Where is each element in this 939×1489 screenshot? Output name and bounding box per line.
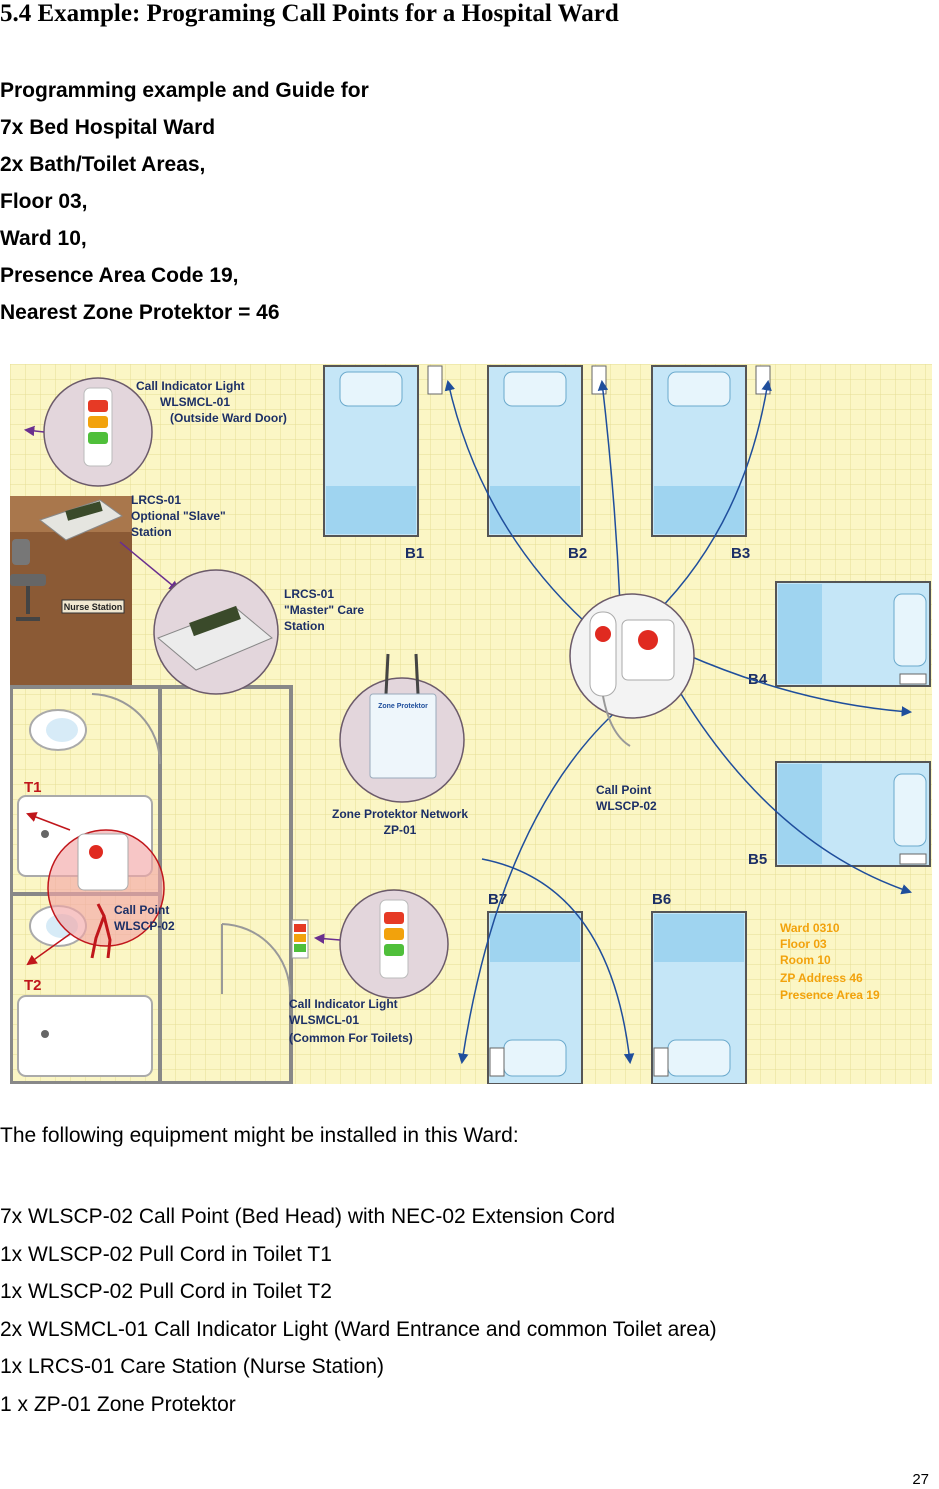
nurse-station-label: Nurse Station: [64, 602, 123, 612]
indicator-light-bottom: [291, 889, 449, 999]
equipment-item: 1x WLSCP-02 Pull Cord in Toilet T2: [0, 1280, 332, 1303]
door-swing: [221, 923, 291, 995]
call-point-links: [444, 379, 913, 1065]
bed-label-b3: B3: [731, 545, 750, 562]
master-desc: "Master" Care: [284, 603, 364, 617]
bed-label-b6: B6: [652, 891, 671, 908]
slave-desc: Optional "Slave": [131, 509, 226, 523]
call-point-center-icon: [569, 593, 695, 747]
equipment-item: 1x WLSCP-02 Pull Cord in Toilet T1: [0, 1242, 332, 1266]
zone-protektor-icon: [339, 653, 465, 803]
intro-line: Programming example and Guide for: [0, 79, 369, 102]
indicator-bottom-title: Call Indicator Light: [289, 997, 398, 1011]
bed-b3: [651, 365, 771, 537]
bed-label-b2: B2: [568, 545, 587, 562]
section-heading: 5.4 Example: Programing Call Points for …: [0, 0, 619, 27]
slave-station-icon: [38, 499, 124, 541]
toilet-label-t1: T1: [24, 779, 42, 796]
call-point-toilet-icon: [47, 829, 165, 959]
ward-diagram: Nurse Station T1 T2: [10, 364, 932, 1084]
intro-line: 2x Bath/Toilet Areas,: [0, 153, 206, 176]
equipment-lead: The following equipment might be install…: [0, 1124, 519, 1147]
intro-line: Nearest Zone Protektor = 46: [0, 301, 280, 324]
bed-b7: [487, 911, 583, 1084]
page-number: 27: [912, 1471, 929, 1488]
zone-model: ZP-01: [384, 823, 417, 837]
indicator-top-location: (Outside Ward Door): [170, 411, 287, 425]
bed-label-b5: B5: [748, 851, 767, 868]
ward-info-floor: Floor 03: [780, 937, 827, 951]
ward-info-ward: Ward 0310: [780, 921, 840, 935]
bed-b6: [651, 911, 747, 1084]
call-point-toilet-title: Call Point: [114, 903, 169, 917]
equipment-item: 7x WLSCP-02 Call Point (Bed Head) with N…: [0, 1205, 616, 1228]
indicator-top-model: WLSMCL-01: [160, 395, 230, 409]
zone-title: Zone Protektor Network: [332, 807, 468, 821]
master-model: LRCS-01: [284, 587, 334, 601]
master-station-icon: [153, 569, 279, 695]
equipment-list: 7x WLSCP-02 Call Point (Bed Head) with N…: [0, 1198, 717, 1423]
slave-desc2: Station: [131, 525, 172, 539]
bed-b2: [487, 365, 607, 537]
call-point-center-model: WLSCP-02: [596, 799, 657, 813]
intro-line: 7x Bed Hospital Ward: [0, 116, 216, 139]
equipment-item: 2x WLSMCL-01 Call Indicator Light (Ward …: [0, 1317, 717, 1341]
zone-protektor-device-label: Zone Protektor: [378, 703, 428, 710]
bed-b4: [775, 581, 931, 687]
ward-info-room: Room 10: [780, 953, 831, 967]
intro-line: Presence Area Code 19,: [0, 264, 239, 287]
master-desc2: Station: [284, 619, 325, 633]
call-point-center-title: Call Point: [596, 783, 651, 797]
intro-line: Floor 03,: [0, 190, 88, 213]
ward-info-zp: ZP Address 46: [780, 971, 863, 985]
equipment-item: 1x LRCS-01 Care Station (Nurse Station): [0, 1355, 384, 1378]
indicator-bottom-location: (Common For Toilets): [289, 1031, 413, 1045]
ward-info-presence: Presence Area 19: [780, 988, 880, 1002]
intro-block: Programming example and Guide for 7x Bed…: [0, 72, 369, 331]
indicator-light-top: [43, 377, 153, 487]
bed-label-b1: B1: [405, 545, 424, 562]
chair-icon: [10, 539, 46, 621]
equipment-item: 1 x ZP-01 Zone Protektor: [0, 1392, 236, 1416]
toilet-label-t2: T2: [24, 977, 42, 994]
call-point-toilet-model: WLSCP-02: [114, 919, 175, 933]
grid-background: [10, 364, 932, 1084]
indicator-bottom-model: WLSMCL-01: [289, 1013, 359, 1027]
indicator-top-title: Call Indicator Light: [136, 379, 245, 393]
bed-label-b7: B7: [488, 891, 507, 908]
intro-line: Ward 10,: [0, 227, 87, 250]
slave-model: LRCS-01: [131, 493, 181, 507]
bed-b1: [323, 365, 443, 537]
bed-b5: [775, 761, 931, 867]
